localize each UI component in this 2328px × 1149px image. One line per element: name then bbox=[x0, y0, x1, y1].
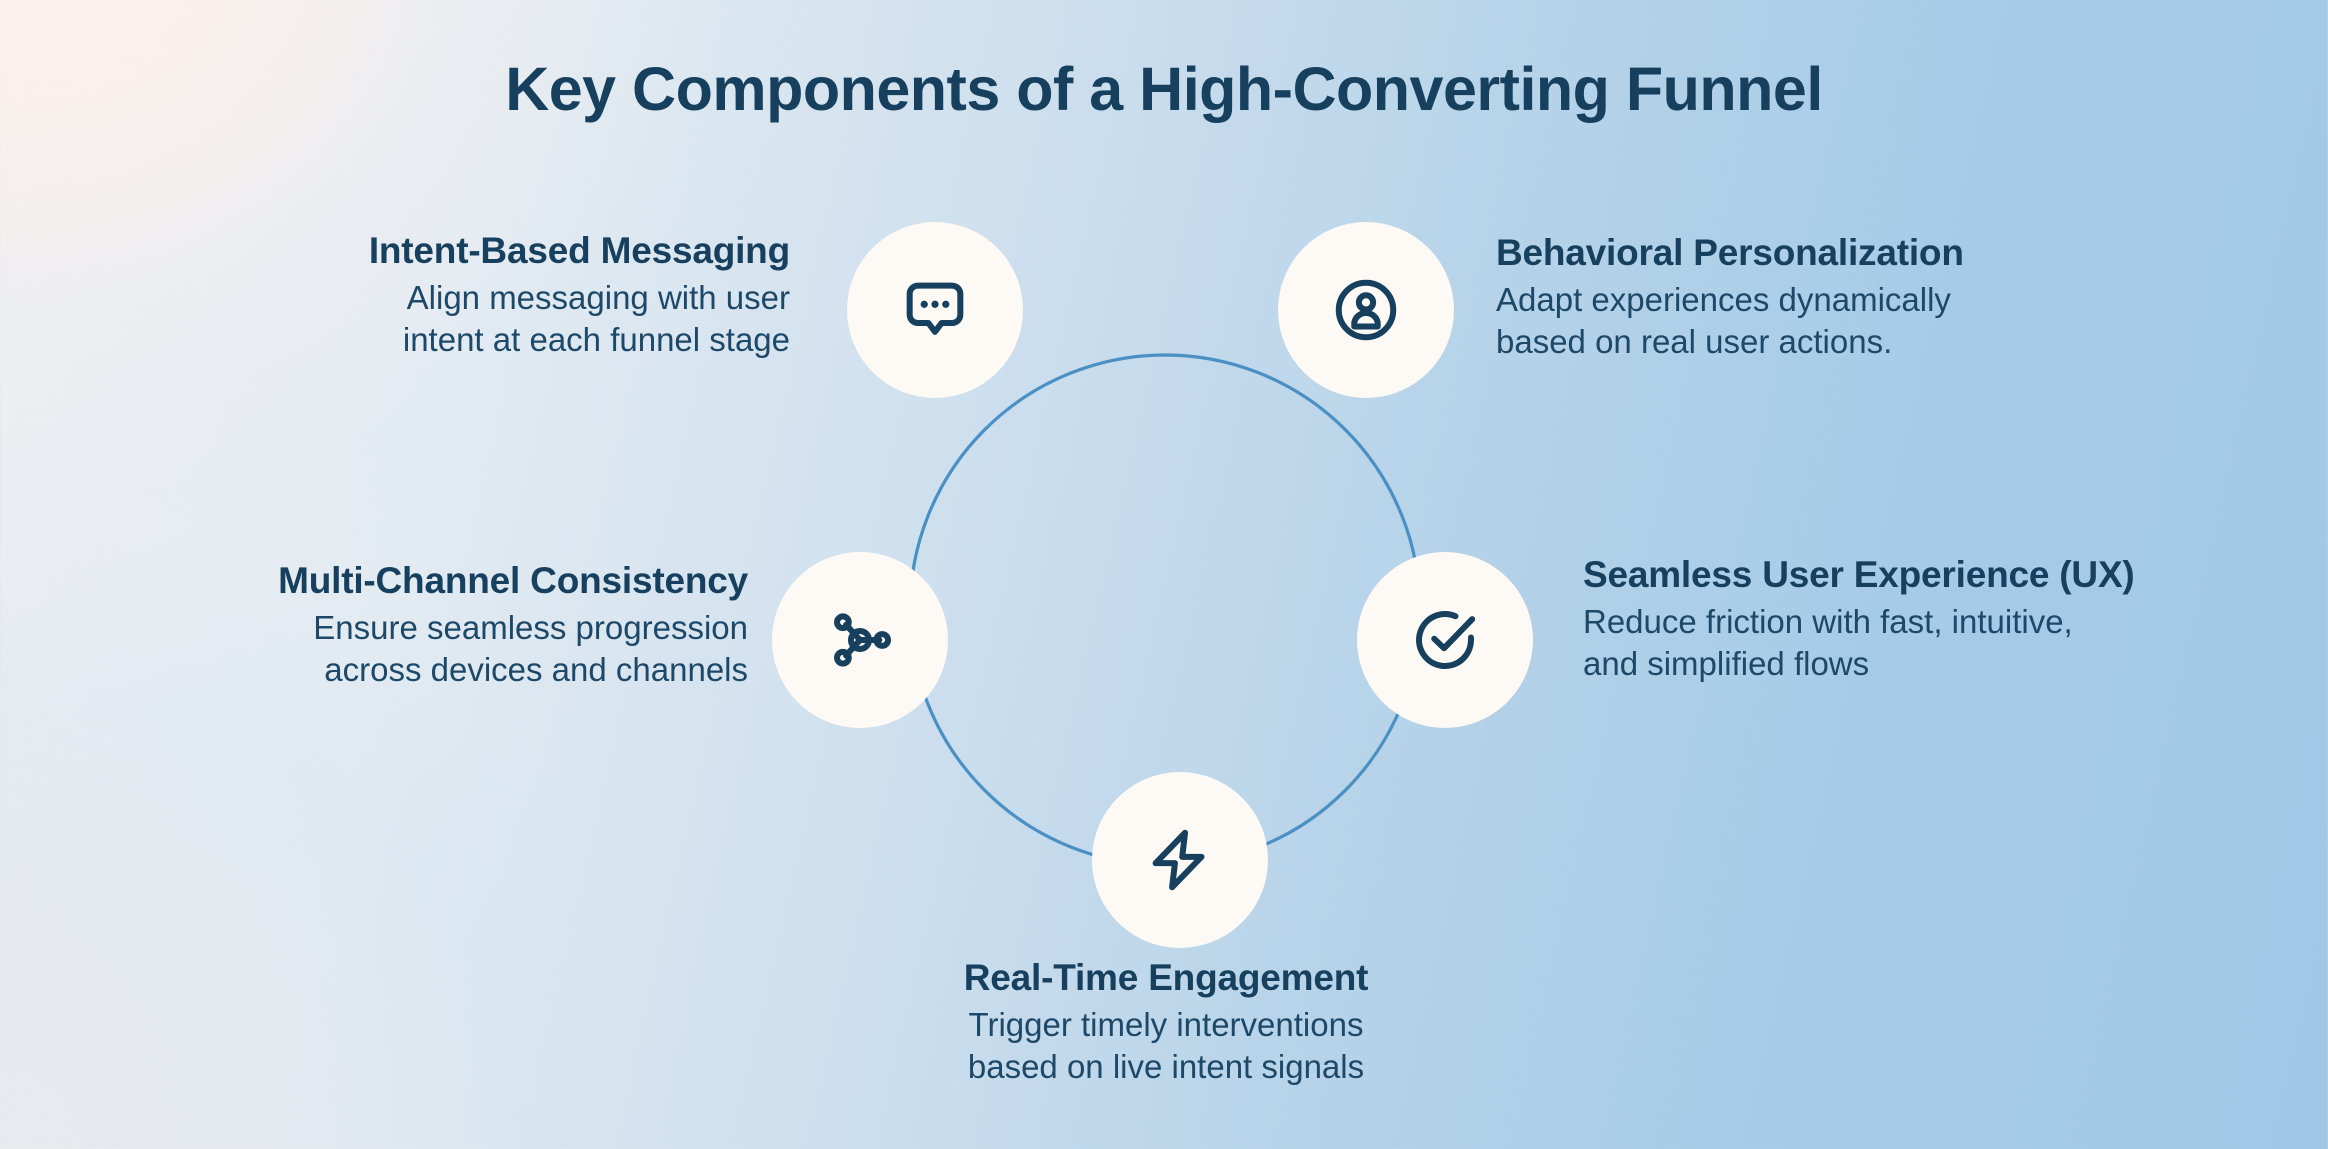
icon-bubble-real-time-engagement[interactable] bbox=[1092, 772, 1268, 948]
text-block-real-time-engagement: Real-Time Engagement Trigger timely inte… bbox=[766, 955, 1566, 1089]
body-intent-based-messaging: Align messaging with user intent at each… bbox=[402, 279, 790, 359]
heading-multi-channel-consistency: Multi-Channel Consistency bbox=[278, 560, 748, 601]
heading-seamless-user-experience: Seamless User Experience (UX) bbox=[1583, 554, 2135, 595]
text-block-intent-based-messaging: Intent-Based Messaging Align messaging w… bbox=[90, 228, 790, 362]
chat-bubble-dots-icon bbox=[897, 272, 973, 348]
body-multi-channel-consistency: Ensure seamless progression across devic… bbox=[313, 609, 748, 689]
body-seamless-user-experience: Reduce friction with fast, intuitive, an… bbox=[1583, 603, 2073, 683]
heading-intent-based-messaging: Intent-Based Messaging bbox=[368, 230, 790, 271]
icon-bubble-behavioral-personalization[interactable] bbox=[1278, 222, 1454, 398]
text-block-behavioral-personalization: Behavioral Personalization Adapt experie… bbox=[1496, 230, 2236, 364]
text-block-seamless-user-experience: Seamless User Experience (UX) Reduce fri… bbox=[1583, 552, 2328, 686]
check-circle-icon bbox=[1407, 602, 1483, 678]
heading-behavioral-personalization: Behavioral Personalization bbox=[1496, 232, 1964, 273]
lightning-bolt-icon bbox=[1142, 822, 1218, 898]
body-behavioral-personalization: Adapt experiences dynamically based on r… bbox=[1496, 281, 1951, 361]
heading-real-time-engagement: Real-Time Engagement bbox=[963, 957, 1369, 998]
icon-bubble-intent-based-messaging[interactable] bbox=[847, 222, 1023, 398]
icon-bubble-multi-channel-consistency[interactable] bbox=[772, 552, 948, 728]
body-real-time-engagement: Trigger timely interventions based on li… bbox=[967, 1006, 1365, 1086]
icon-bubble-seamless-user-experience[interactable] bbox=[1357, 552, 1533, 728]
text-block-multi-channel-consistency: Multi-Channel Consistency Ensure seamles… bbox=[0, 558, 748, 692]
page-title: Key Components of a High-Converting Funn… bbox=[505, 55, 1823, 123]
network-nodes-icon bbox=[822, 602, 898, 678]
user-circle-icon bbox=[1328, 272, 1404, 348]
